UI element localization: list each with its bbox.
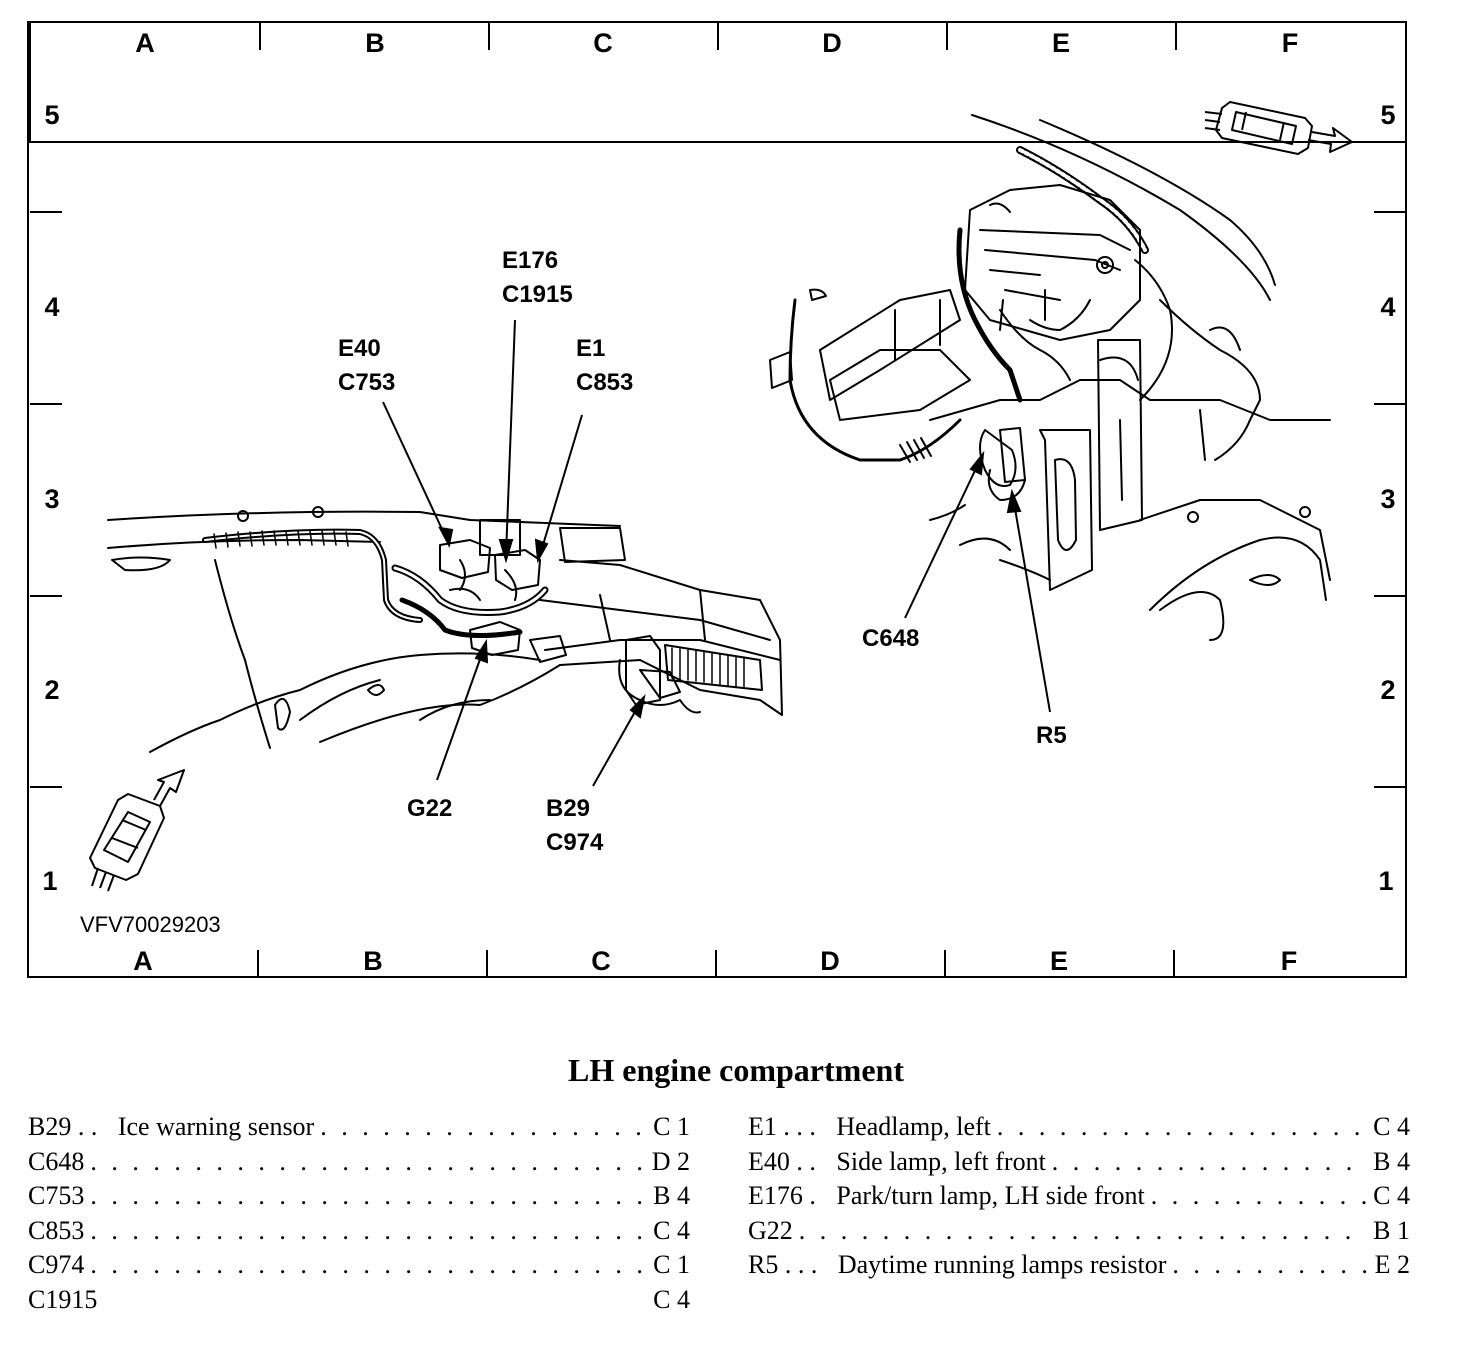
legend-row-c648: C648 D 2: [28, 1147, 690, 1182]
legend-row-r5: R5 . . . Daytime running lamps resistor E…: [748, 1250, 1410, 1285]
legend-row-c753: C753 B 4: [28, 1181, 690, 1216]
legend-description: Ice warning sensor: [117, 1112, 315, 1141]
legend-row-c1915: C1915 C 4: [28, 1285, 690, 1320]
legend-grid-ref: E 2: [1374, 1250, 1410, 1280]
direction-vehicle-icon-bottom-left: [89, 769, 185, 892]
row-label-left-4: 4: [44, 292, 59, 322]
col-label-top-a: A: [135, 28, 155, 58]
legend-code: R5: [748, 1250, 779, 1280]
col-label-top-c: C: [593, 28, 613, 58]
legend-right-column: E1 . . . Headlamp, left C 4 E40 . . Side …: [748, 1112, 1410, 1285]
row-label-left-2: 2: [44, 675, 59, 705]
callout-b29: B29: [546, 795, 590, 822]
callout-c753: C753: [338, 369, 395, 396]
row-label-left-5: 5: [44, 100, 59, 130]
row-label-right-1: 1: [1378, 866, 1393, 896]
col-label-bottom-d: D: [820, 946, 840, 976]
row-label-right-4: 4: [1380, 292, 1395, 322]
callout-r5: R5: [1036, 722, 1067, 749]
row-label-right-5: 5: [1380, 100, 1395, 130]
legend-code: G22: [748, 1215, 793, 1245]
legend-code: C1915: [28, 1284, 98, 1314]
legend-code: C753: [28, 1181, 85, 1211]
callout-c974: C974: [546, 829, 604, 856]
legend-separator: . .: [789, 1146, 823, 1176]
row-label-left-1: 1: [42, 866, 57, 896]
legend-description: Side lamp, left front: [836, 1146, 1046, 1176]
legend-row-c853: C853 C 4: [28, 1216, 690, 1251]
top-column-ticks: [259, 22, 1177, 50]
callout-e40: E40: [338, 335, 381, 362]
legend-code: B29: [28, 1112, 72, 1141]
col-label-top-b: B: [365, 28, 385, 58]
col-label-bottom-b: B: [363, 946, 383, 976]
legend-grid-ref: D 2: [651, 1146, 690, 1176]
bottom-column-ticks: [257, 950, 1175, 977]
diagram-caption: LH engine compartment: [568, 1052, 904, 1088]
legend-row-e176: E176 . Park/turn lamp, LH side front C 4: [748, 1181, 1410, 1216]
legend-grid-ref: C 1: [653, 1250, 690, 1280]
col-label-bottom-e: E: [1050, 946, 1068, 976]
legend-code: C853: [28, 1215, 85, 1245]
legend-description: Daytime running lamps resistor: [837, 1250, 1167, 1280]
row-ticks: [30, 211, 1406, 788]
legend-grid-ref: C 4: [653, 1284, 690, 1314]
legend-grid-ref: C 4: [653, 1215, 690, 1245]
legend-grid-ref: C 4: [1373, 1112, 1410, 1141]
legend-grid-ref: C 1: [653, 1112, 690, 1141]
drawing-id: VFV70029203: [80, 912, 221, 937]
row-label-left-3: 3: [44, 484, 59, 514]
legend-row-b29: B29 . . Ice warning sensor C 1: [28, 1112, 690, 1147]
direction-vehicle-icon-top-right: [1204, 101, 1353, 155]
col-label-bottom-c: C: [591, 946, 611, 976]
wiring-location-diagram: A B C D E F A B C D E F 5 4 3 2 1 5 4 3 …: [27, 21, 1407, 978]
col-label-bottom-a: A: [133, 946, 153, 976]
callout-g22: G22: [407, 795, 452, 822]
callout-e1: E1: [576, 335, 605, 362]
callout-c853: C853: [576, 369, 633, 396]
callout-c1915: C1915: [502, 281, 573, 308]
legend-grid-ref: B 1: [1373, 1215, 1410, 1245]
legend-description: Park/turn lamp, LH side front: [836, 1181, 1145, 1211]
row-label-right-2: 2: [1380, 675, 1395, 705]
legend-row-e40: E40 . . Side lamp, left front B 4: [748, 1147, 1410, 1182]
legend-code: E1: [748, 1112, 777, 1141]
legend-row-e1: E1 . . . Headlamp, left C 4: [748, 1112, 1410, 1147]
legend-separator: . .: [71, 1112, 104, 1141]
legend-separator: . . .: [776, 1112, 823, 1141]
legend-grid-ref: B 4: [653, 1181, 690, 1211]
legend-code: C648: [28, 1146, 85, 1176]
legend-grid-ref: B 4: [1373, 1146, 1410, 1176]
legend-code: E40: [748, 1146, 790, 1176]
col-label-bottom-f: F: [1281, 946, 1298, 976]
col-label-top-f: F: [1282, 28, 1299, 58]
callout-c648: C648: [862, 625, 919, 652]
legend-description: Headlamp, left: [836, 1112, 991, 1141]
callout-leader-lines: [382, 319, 1051, 787]
legend-separator: . . .: [778, 1250, 824, 1280]
legend-code: E176: [748, 1181, 803, 1211]
legend-left-column: B29 . . Ice warning sensor C 1 C648 D 2 C7…: [28, 1112, 690, 1320]
legend-separator: .: [802, 1181, 823, 1211]
row-label-right-3: 3: [1380, 484, 1395, 514]
legend-row-c974: C974 C 1: [28, 1250, 690, 1285]
col-label-top-e: E: [1052, 28, 1070, 58]
right-inner-fender-illustration: [769, 114, 1331, 641]
legend-grid-ref: C 4: [1373, 1181, 1410, 1211]
col-label-top-d: D: [822, 28, 842, 58]
legend-row-g22: G22 B 1: [748, 1216, 1410, 1251]
callout-e176: E176: [502, 247, 558, 274]
legend-code: C974: [28, 1250, 85, 1280]
left-engine-compartment-illustration: [107, 506, 783, 753]
